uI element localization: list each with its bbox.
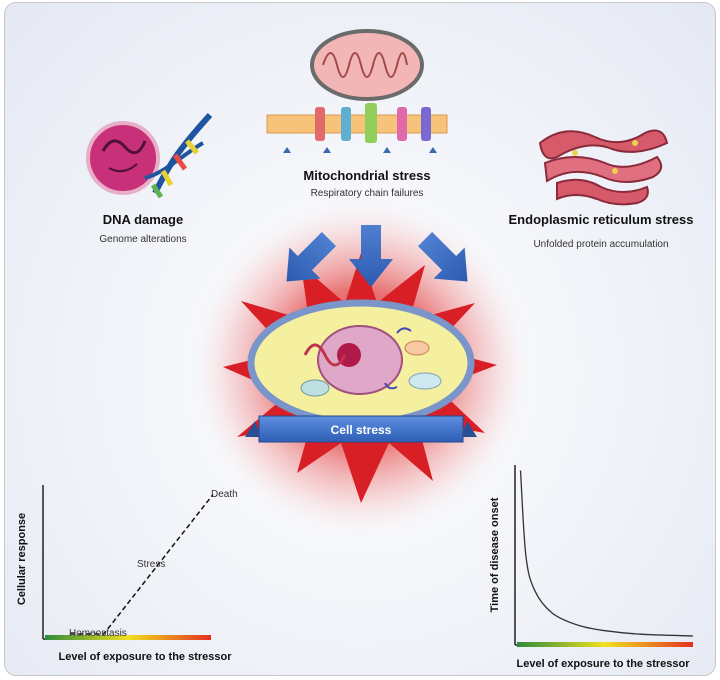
er-stress-title: Endoplasmic reticulum stress	[509, 212, 694, 227]
disease-onset-chart: Time of disease onset Level of exposure …	[489, 465, 694, 670]
dna-damage-title: DNA damage	[103, 212, 183, 227]
figure-frame: Cell stress DNA damage Genome alteration…	[4, 2, 716, 676]
endoplasmic-reticulum-icon	[538, 129, 669, 206]
left-chart-annotation-stress: Stress	[137, 559, 165, 570]
er-stress-subtitle: Unfolded protein accumulation	[533, 239, 668, 250]
right-chart-y-label: Time of disease onset	[489, 497, 501, 612]
cell-illustration	[247, 299, 475, 427]
left-chart-exposure-gradient	[45, 635, 211, 640]
diagram-canvas: Cell stress DNA damage Genome alteration…	[16, 29, 694, 670]
dna-damage-subtitle: Genome alterations	[99, 234, 186, 245]
left-chart-series-line	[70, 494, 214, 635]
mitochondrial-stress-title: Mitochondrial stress	[303, 168, 430, 183]
dna-damage-icon	[86, 112, 213, 199]
arrow-from-mito	[349, 225, 393, 287]
mitochondria-icon	[310, 29, 424, 101]
cell-stress-banner	[245, 415, 477, 443]
arrow-from-dna	[286, 231, 337, 282]
arrow-from-er	[417, 231, 468, 282]
left-chart-annotation-death: Death	[211, 489, 238, 500]
cell-stress-label: Cell stress	[331, 423, 392, 437]
left-chart-annotation-homeostasis: Homeostasis	[69, 628, 127, 639]
right-chart-exposure-gradient	[517, 642, 693, 647]
mitochondrial-stress-subtitle: Respiratory chain failures	[311, 188, 424, 199]
respiratory-chain-membrane-icon	[266, 103, 448, 153]
right-chart-series-line	[519, 470, 694, 637]
right-chart-x-label: Level of exposure to the stressor	[517, 658, 691, 670]
left-chart-y-label: Cellular response	[16, 513, 28, 605]
cellular-response-chart: Cellular response Level of exposure to t…	[16, 485, 238, 663]
left-chart-x-label: Level of exposure to the stressor	[59, 651, 233, 663]
